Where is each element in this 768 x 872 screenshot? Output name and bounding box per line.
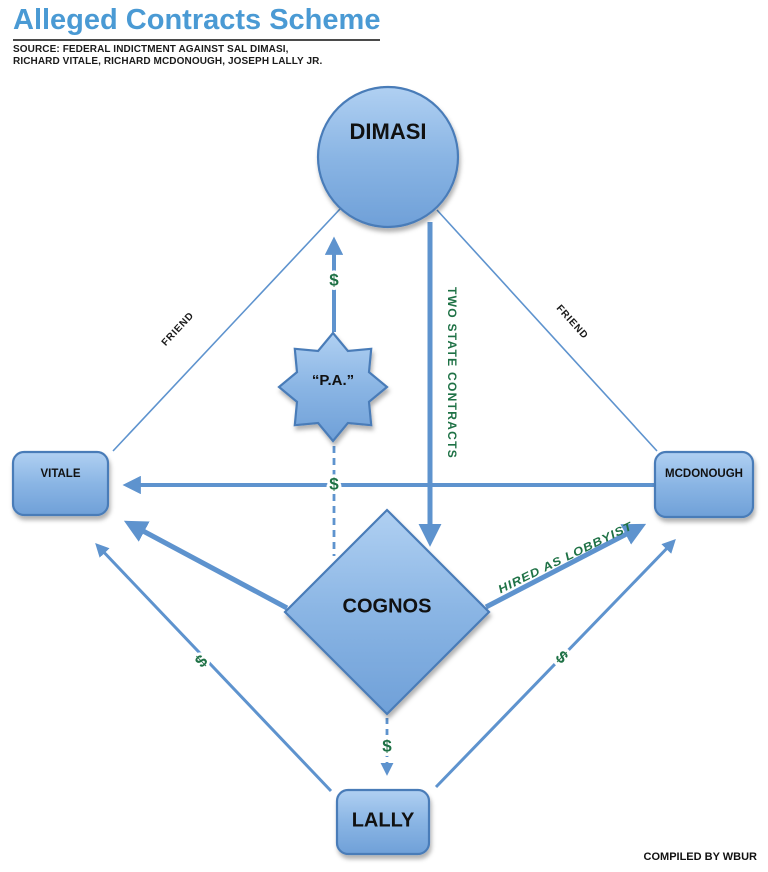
pa-label: “P.A.” [312, 372, 354, 389]
dimasi-label: DIMASI [350, 119, 427, 144]
edge-cognos-to-vitale [123, 520, 289, 611]
node-dimasi: DIMASI [316, 85, 460, 229]
mcdonough-to-vitale-money: $ [329, 474, 339, 493]
mcdonough-label: MCDONOUGH [665, 468, 743, 480]
credit-line: COMPILED BY WBUR [643, 851, 757, 863]
two-state-contracts-label: TWO STATE CONTRACTS [445, 287, 457, 459]
source-attribution: SOURCE: FEDERAL INDICTMENT AGAINST SAL D… [13, 44, 380, 67]
page-title: Alleged Contracts Scheme [13, 4, 381, 36]
node-pa: “P.A.” [277, 331, 389, 443]
node-mcdonough: MCDONOUGH [653, 450, 755, 519]
edge-cognos-to-mcdonough: HIRED AS LOBBYIST [484, 520, 647, 610]
pa-to-dimasi-money: $ [329, 270, 339, 289]
node-vitale: VITALE [11, 450, 110, 517]
edge-friend-right: FRIEND [436, 209, 658, 452]
friend-left-label: FRIEND [160, 310, 197, 348]
edge-lally-to-mcdonough: $ [434, 539, 676, 789]
dimasi-circle [316, 85, 460, 229]
edge-cognos-to-lally: $ [379, 718, 395, 776]
header: Alleged Contracts Scheme SOURCE: FEDERAL… [13, 4, 381, 67]
source-line-2: RICHARD VITALE, RICHARD MCDONOUGH, JOSEP… [13, 55, 323, 67]
hired-as-lobbyist-arrow [484, 523, 647, 610]
hired-as-lobbyist-label: HIRED AS LOBBYIST [497, 520, 635, 596]
node-cognos: COGNOS [283, 508, 491, 716]
lally-label: LALLY [352, 809, 415, 831]
pa-star [277, 331, 389, 443]
node-lally: LALLY [335, 788, 431, 856]
edge-pa-to-dimasi: $ [324, 236, 344, 332]
cognos-diamond [283, 508, 491, 716]
edge-lally-to-vitale: $ [95, 543, 333, 793]
lally-box [335, 788, 431, 856]
mcdonough-box [653, 450, 755, 519]
edge-mcdonough-to-vitale: $ [122, 471, 655, 496]
source-line-1: SOURCE: FEDERAL INDICTMENT AGAINST SAL D… [13, 44, 289, 55]
friend-left-line [112, 208, 341, 452]
vitale-label: VITALE [40, 468, 80, 480]
cognos-label: COGNOS [343, 595, 432, 617]
friend-right-line [436, 209, 658, 452]
vitale-box [11, 450, 110, 517]
cognos-to-lally-money: $ [382, 736, 392, 755]
friend-right-label: FRIEND [554, 303, 590, 342]
lally-to-mcdonough-arrow [434, 539, 676, 789]
lally-to-vitale-arrow [95, 543, 333, 793]
title-underline: Alleged Contracts Scheme [13, 4, 381, 41]
edge-dimasi-to-cognos: TWO STATE CONTRACTS [418, 222, 457, 547]
cognos-to-vitale-arrow [123, 520, 289, 611]
